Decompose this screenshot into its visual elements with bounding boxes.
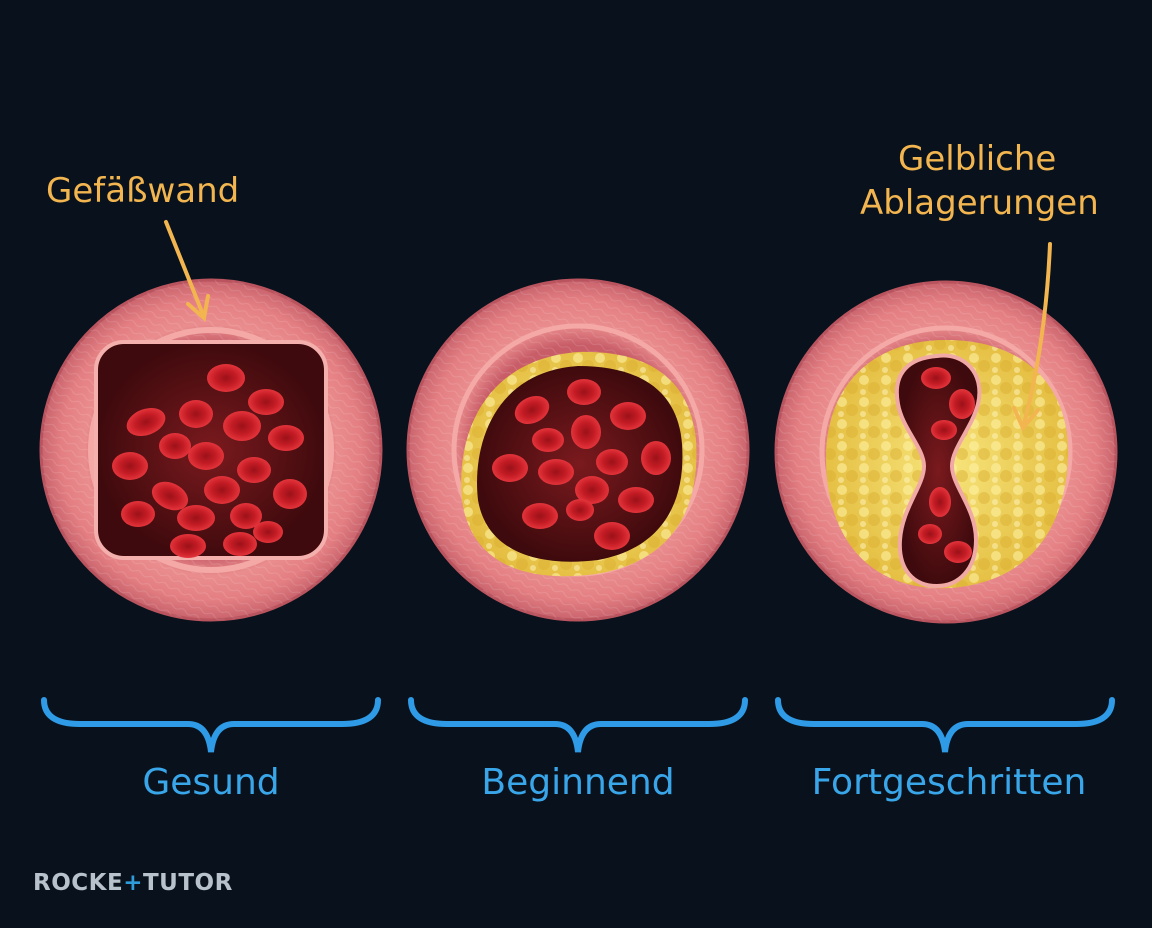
brand-logo: ROCKE+TUTOR	[33, 870, 233, 896]
arrow-wall	[164, 220, 210, 322]
brace-advanced	[775, 697, 1115, 753]
brace-healthy	[41, 697, 381, 753]
logo-plus-mark: +	[123, 870, 143, 896]
blood-cells	[112, 364, 307, 558]
logo-text-part1: ROCKE	[33, 870, 124, 896]
blood-cells	[492, 379, 671, 550]
blood-cells	[918, 367, 975, 563]
stage-label-advanced: Fortgeschritten	[811, 762, 1087, 803]
vessel-healthy	[39, 278, 383, 622]
vessel-beginning	[406, 278, 750, 622]
label-vessel-wall: Gefäßwand	[46, 171, 240, 211]
label-deposits-line1: Gelbliche	[898, 139, 1057, 179]
stage-label-beginning: Beginnend	[481, 762, 675, 803]
vessel-advanced	[774, 280, 1118, 624]
logo-text-part2: TUTOR	[142, 870, 233, 896]
brace-beginning	[408, 697, 748, 753]
label-deposits-line2: Ablagerungen	[860, 183, 1099, 223]
arrow-deposits	[1012, 242, 1052, 432]
stage-label-healthy: Gesund	[142, 762, 280, 803]
